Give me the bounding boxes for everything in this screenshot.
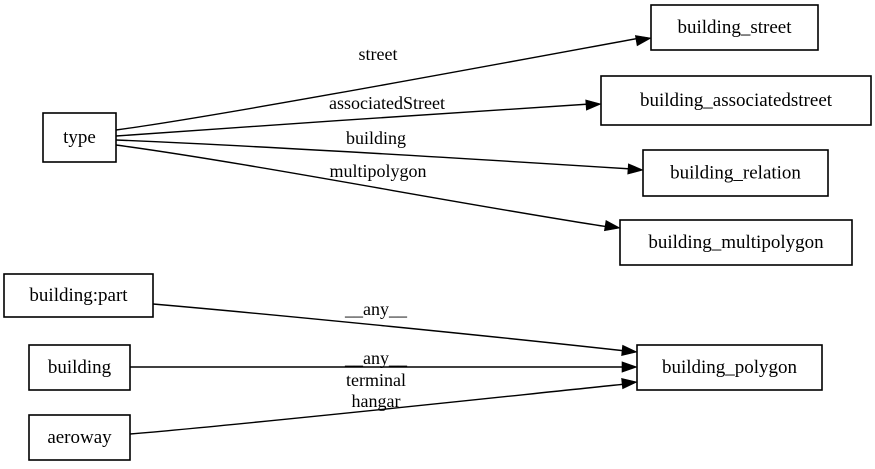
edge-label-e4: multipolygon [329,161,426,181]
edge-label-e2: associatedStreet [329,93,445,113]
node-box-building_polygon [636,344,823,391]
node-label-building_part: building:part [29,285,128,306]
node-building_part[interactable]: building:part [3,273,154,318]
node-label-type: type [63,127,96,148]
arrowhead-e3 [627,163,644,175]
node-box-building_part [3,273,154,318]
arrowhead-e6 [621,361,638,373]
node-building[interactable]: building [28,344,131,391]
node-label-building_relation: building_relation [670,162,801,183]
node-box-building [28,344,131,391]
node-box-building_multipolygon [619,219,853,266]
node-label-aeroway: aeroway [47,427,112,448]
node-building_multipolygon[interactable]: building_multipolygon [619,219,853,266]
node-box-building_relation [642,149,829,197]
edges-layer [115,37,641,435]
node-building_relation[interactable]: building_relation [642,149,829,197]
node-box-building_street [650,4,819,51]
node-box-type [42,112,117,163]
edge-labels-layer: street associatedStreet building multipolyg… [329,44,445,411]
edge-line-type-to-building_multipolygon [115,144,610,228]
node-box-aeroway [28,414,131,461]
edge-line-aeroway-to-building_polygon [129,383,627,435]
node-box-building_associatedstreet [600,75,872,126]
node-building_polygon[interactable]: building_polygon [636,344,823,391]
edge-label-e1: street [359,44,398,64]
arrowhead-e4 [604,220,621,232]
node-label-building: building [48,357,112,378]
node-building_associatedstreet[interactable]: building_associatedstreet [600,75,872,126]
arrowhead-e2 [585,99,602,111]
node-label-building_associatedstreet: building_associatedstreet [640,90,833,111]
node-label-building_street: building_street [678,17,793,38]
node-aeroway[interactable]: aeroway [28,414,131,461]
edge-label-e3: building [346,128,406,148]
edge-line-building_part-to-building_polygon [152,303,627,352]
edge-label-e7-line-1: hangar [352,391,401,411]
nodes-layer: type building_street building_associatedst… [3,4,872,461]
node-label-building_polygon: building_polygon [662,357,798,378]
edge-label-e6: __any__ [344,348,408,368]
arrowhead-e5 [621,344,638,356]
node-label-building_multipolygon: building_multipolygon [648,232,824,253]
arrowhead-e1 [634,35,652,47]
arrowhead-e7 [621,378,638,390]
node-type[interactable]: type [42,112,117,163]
edge-line-type-to-building_associatedstreet [115,103,591,137]
node-building_street[interactable]: building_street [650,4,819,51]
arrowheads-layer [585,35,652,390]
edge-label-e7-line-0: terminal [346,370,406,390]
edge-label-e5: __any__ [344,299,408,319]
edge-line-type-to-building_relation [115,139,633,170]
edge-line-type-to-building_street [115,37,641,131]
